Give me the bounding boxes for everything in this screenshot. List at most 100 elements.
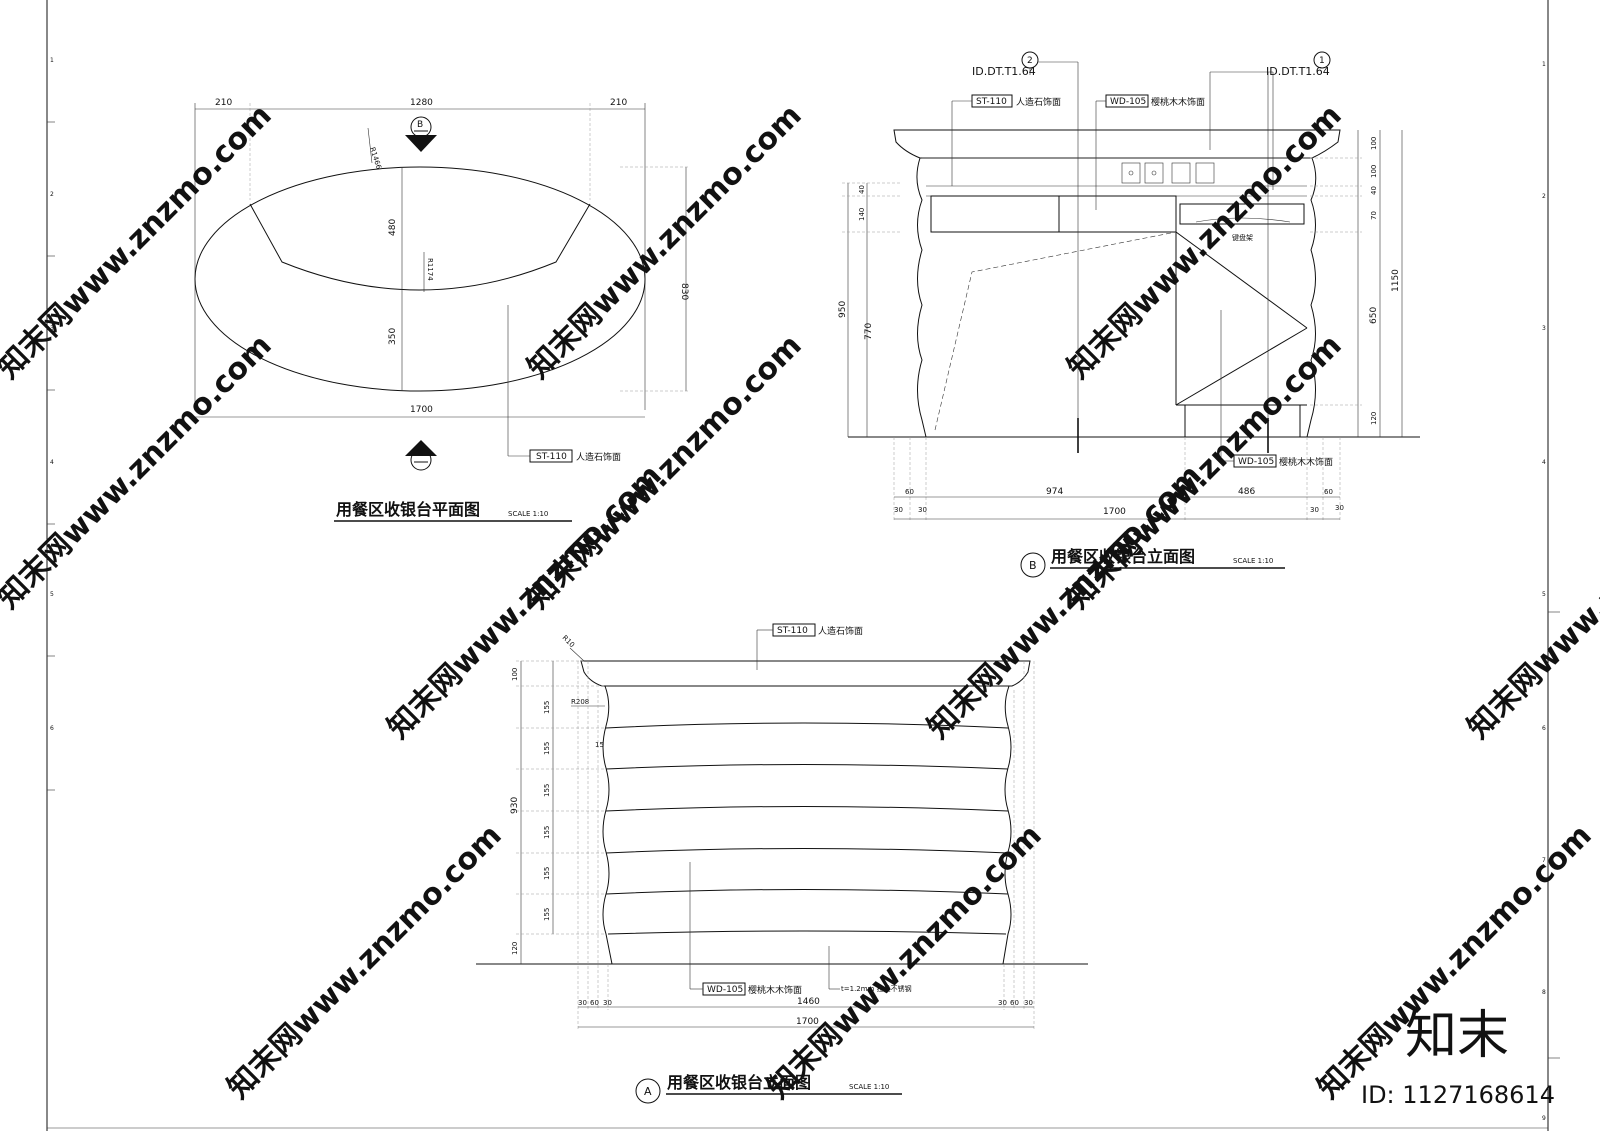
elev-b-dim-r-1150: 1150 <box>1391 269 1401 292</box>
svg-text:ID.DT.T1.64: ID.DT.T1.64 <box>1266 65 1330 78</box>
elev-a-r208: R208 <box>571 698 589 706</box>
elevation-b-view: 键盘架 2 ID.DT.T1.64 <box>838 51 1420 578</box>
elev-a-mat2-code: WD-105 <box>707 985 743 995</box>
watermark-text: 知末网www.znzmo.com <box>761 818 1049 1106</box>
frame-right-mark: 4 <box>1542 459 1546 466</box>
watermark-text: 知末网www.znzmo.com <box>521 98 809 386</box>
elev-a-mat1-desc: 人造石饰面 <box>818 625 863 637</box>
elev-b-marker: B <box>1020 552 1046 578</box>
elev-a-dim-b-30d: 30 <box>1024 999 1033 1007</box>
plan-section-marker-b: B <box>405 116 437 152</box>
elev-b-dim-b-30d: 30 <box>1335 504 1344 512</box>
elev-b-dim-40: 40 <box>858 185 866 194</box>
frame-left-mark: 1 <box>50 57 54 64</box>
elev-a-dim-100: 100 <box>511 668 519 681</box>
elev-a-dim-155f: 155 <box>543 908 551 921</box>
elev-a-title: 用餐区收银台立面图 <box>667 1073 811 1092</box>
elev-a-r10: R10 <box>561 634 576 649</box>
elev-b-title: 用餐区收银台立面图 <box>1051 547 1195 566</box>
elev-a-dim-155a: 155 <box>543 701 551 714</box>
plan-dim-top-right: 210 <box>610 98 627 108</box>
frame-left-mark: 4 <box>50 459 54 466</box>
elev-a-dim-b-1460: 1460 <box>797 997 820 1007</box>
elev-b-mat1-desc: 人造石饰面 <box>1016 96 1061 108</box>
watermark-text: 知末网www.znzmo.com <box>0 98 279 386</box>
elev-b-dim-950: 950 <box>838 301 848 318</box>
elev-b-detail-ref-2: 2 ID.DT.T1.64 <box>972 51 1078 78</box>
svg-text:B: B <box>417 120 423 130</box>
elev-b-dim-r-70: 70 <box>1370 211 1378 220</box>
svg-text:ID.DT.T1.64: ID.DT.T1.64 <box>972 65 1036 78</box>
elev-a-steel-note: t=1.2mm 拉丝不锈钢 <box>841 984 912 993</box>
elev-b-dim-770: 770 <box>864 323 874 340</box>
elev-a-mat1-code: ST-110 <box>777 626 808 636</box>
elev-b-dim-b-974: 974 <box>1046 487 1063 497</box>
watermark-id: ID: 1127168614 <box>1361 1081 1555 1109</box>
elev-b-detail-ref-1: 1 ID.DT.T1.64 <box>1266 51 1331 78</box>
elev-b-dim-b-486: 486 <box>1238 487 1255 497</box>
elev-b-dim-r-40: 40 <box>1370 186 1378 195</box>
elev-b-mat2-desc: 樱桃木木饰面 <box>1151 96 1205 108</box>
watermark-text: 知末网www.znzmo.com <box>1461 458 1600 746</box>
svg-text:A: A <box>417 449 424 459</box>
elev-b-mat3-desc: 樱桃木木饰面 <box>1279 456 1333 468</box>
elev-a-dim-b-60b: 60 <box>1010 999 1019 1007</box>
elev-b-scale: SCALE 1:10 <box>1233 557 1273 565</box>
elev-b-mat1-code: ST-110 <box>976 97 1007 107</box>
elev-a-dim-155b: 155 <box>543 742 551 755</box>
elev-b-dim-r-100a: 100 <box>1370 137 1378 150</box>
elev-a-scale: SCALE 1:10 <box>849 1083 889 1091</box>
frame-right-mark: 3 <box>1542 325 1546 332</box>
watermark-text: 知末网www.znzmo.com <box>921 458 1209 746</box>
frame-right-mark: 8 <box>1542 989 1546 996</box>
elev-a-dim-120: 120 <box>511 942 519 955</box>
plan-dim-830: 830 <box>679 283 689 300</box>
plan-material-desc: 人造石饰面 <box>576 451 621 463</box>
elev-b-mat3-code: WD-105 <box>1238 457 1274 467</box>
elev-b-dim-r-100b: 100 <box>1370 165 1378 178</box>
elev-b-keyboard-label: 键盘架 <box>1232 233 1253 242</box>
plan-title: 用餐区收银台平面图 <box>336 500 480 519</box>
elev-a-dim-b-30a: 30 <box>578 999 587 1007</box>
elev-b-dim-b-30a: 30 <box>894 506 903 514</box>
watermark-text: 知末网www.znzmo.com <box>221 818 509 1106</box>
elev-a-dim-b-60a: 60 <box>590 999 599 1007</box>
plan-scale: SCALE 1:10 <box>508 510 548 518</box>
elev-a-dim-155e: 155 <box>543 867 551 880</box>
frame-left-mark: 6 <box>50 725 54 732</box>
plan-section-marker-a: A <box>405 440 437 471</box>
plan-dim-top-mid: 1280 <box>410 98 433 108</box>
frame-right-mark: 7 <box>1542 857 1546 864</box>
frame-right-mark: 5 <box>1542 591 1546 598</box>
frame-right-mark: 2 <box>1542 193 1546 200</box>
plan-dim-350: 350 <box>388 328 398 345</box>
frame-right-mark: 6 <box>1542 725 1546 732</box>
elev-a-dim-155c: 155 <box>543 784 551 797</box>
plan-view: 210 1280 210 480 350 R1466 R1174 830 170… <box>194 98 690 522</box>
elev-a-mat2-desc: 樱桃木木饰面 <box>748 984 802 996</box>
plan-dim-total: 1700 <box>410 405 433 415</box>
svg-text:2: 2 <box>1027 56 1033 66</box>
elev-b-dim-b-30b: 30 <box>918 506 927 514</box>
svg-text:1: 1 <box>1319 56 1325 66</box>
elev-b-dim-r-650: 650 <box>1369 307 1379 324</box>
plan-radius-inner: R1174 <box>426 258 434 281</box>
plan-dim-480: 480 <box>388 219 398 236</box>
elev-a-marker: A <box>635 1078 661 1104</box>
frame-right-mark: 9 <box>1542 1115 1546 1122</box>
elev-b-dim-b-60-right: 60 <box>1324 488 1333 496</box>
elev-a-dim-930: 930 <box>510 797 520 814</box>
svg-text:A: A <box>644 1085 652 1098</box>
frame-left-mark: 2 <box>50 191 54 198</box>
elev-b-dim-140: 140 <box>858 208 866 221</box>
watermark-brand: 知末 <box>1405 1006 1509 1066</box>
watermark-text: 知末网www.znzmo.com <box>0 328 279 616</box>
watermark-text: 知末网www.znzmo.com <box>1061 98 1349 386</box>
elev-b-mat2-code: WD-105 <box>1110 97 1146 107</box>
elev-a-dim-15: 15 <box>595 741 604 749</box>
